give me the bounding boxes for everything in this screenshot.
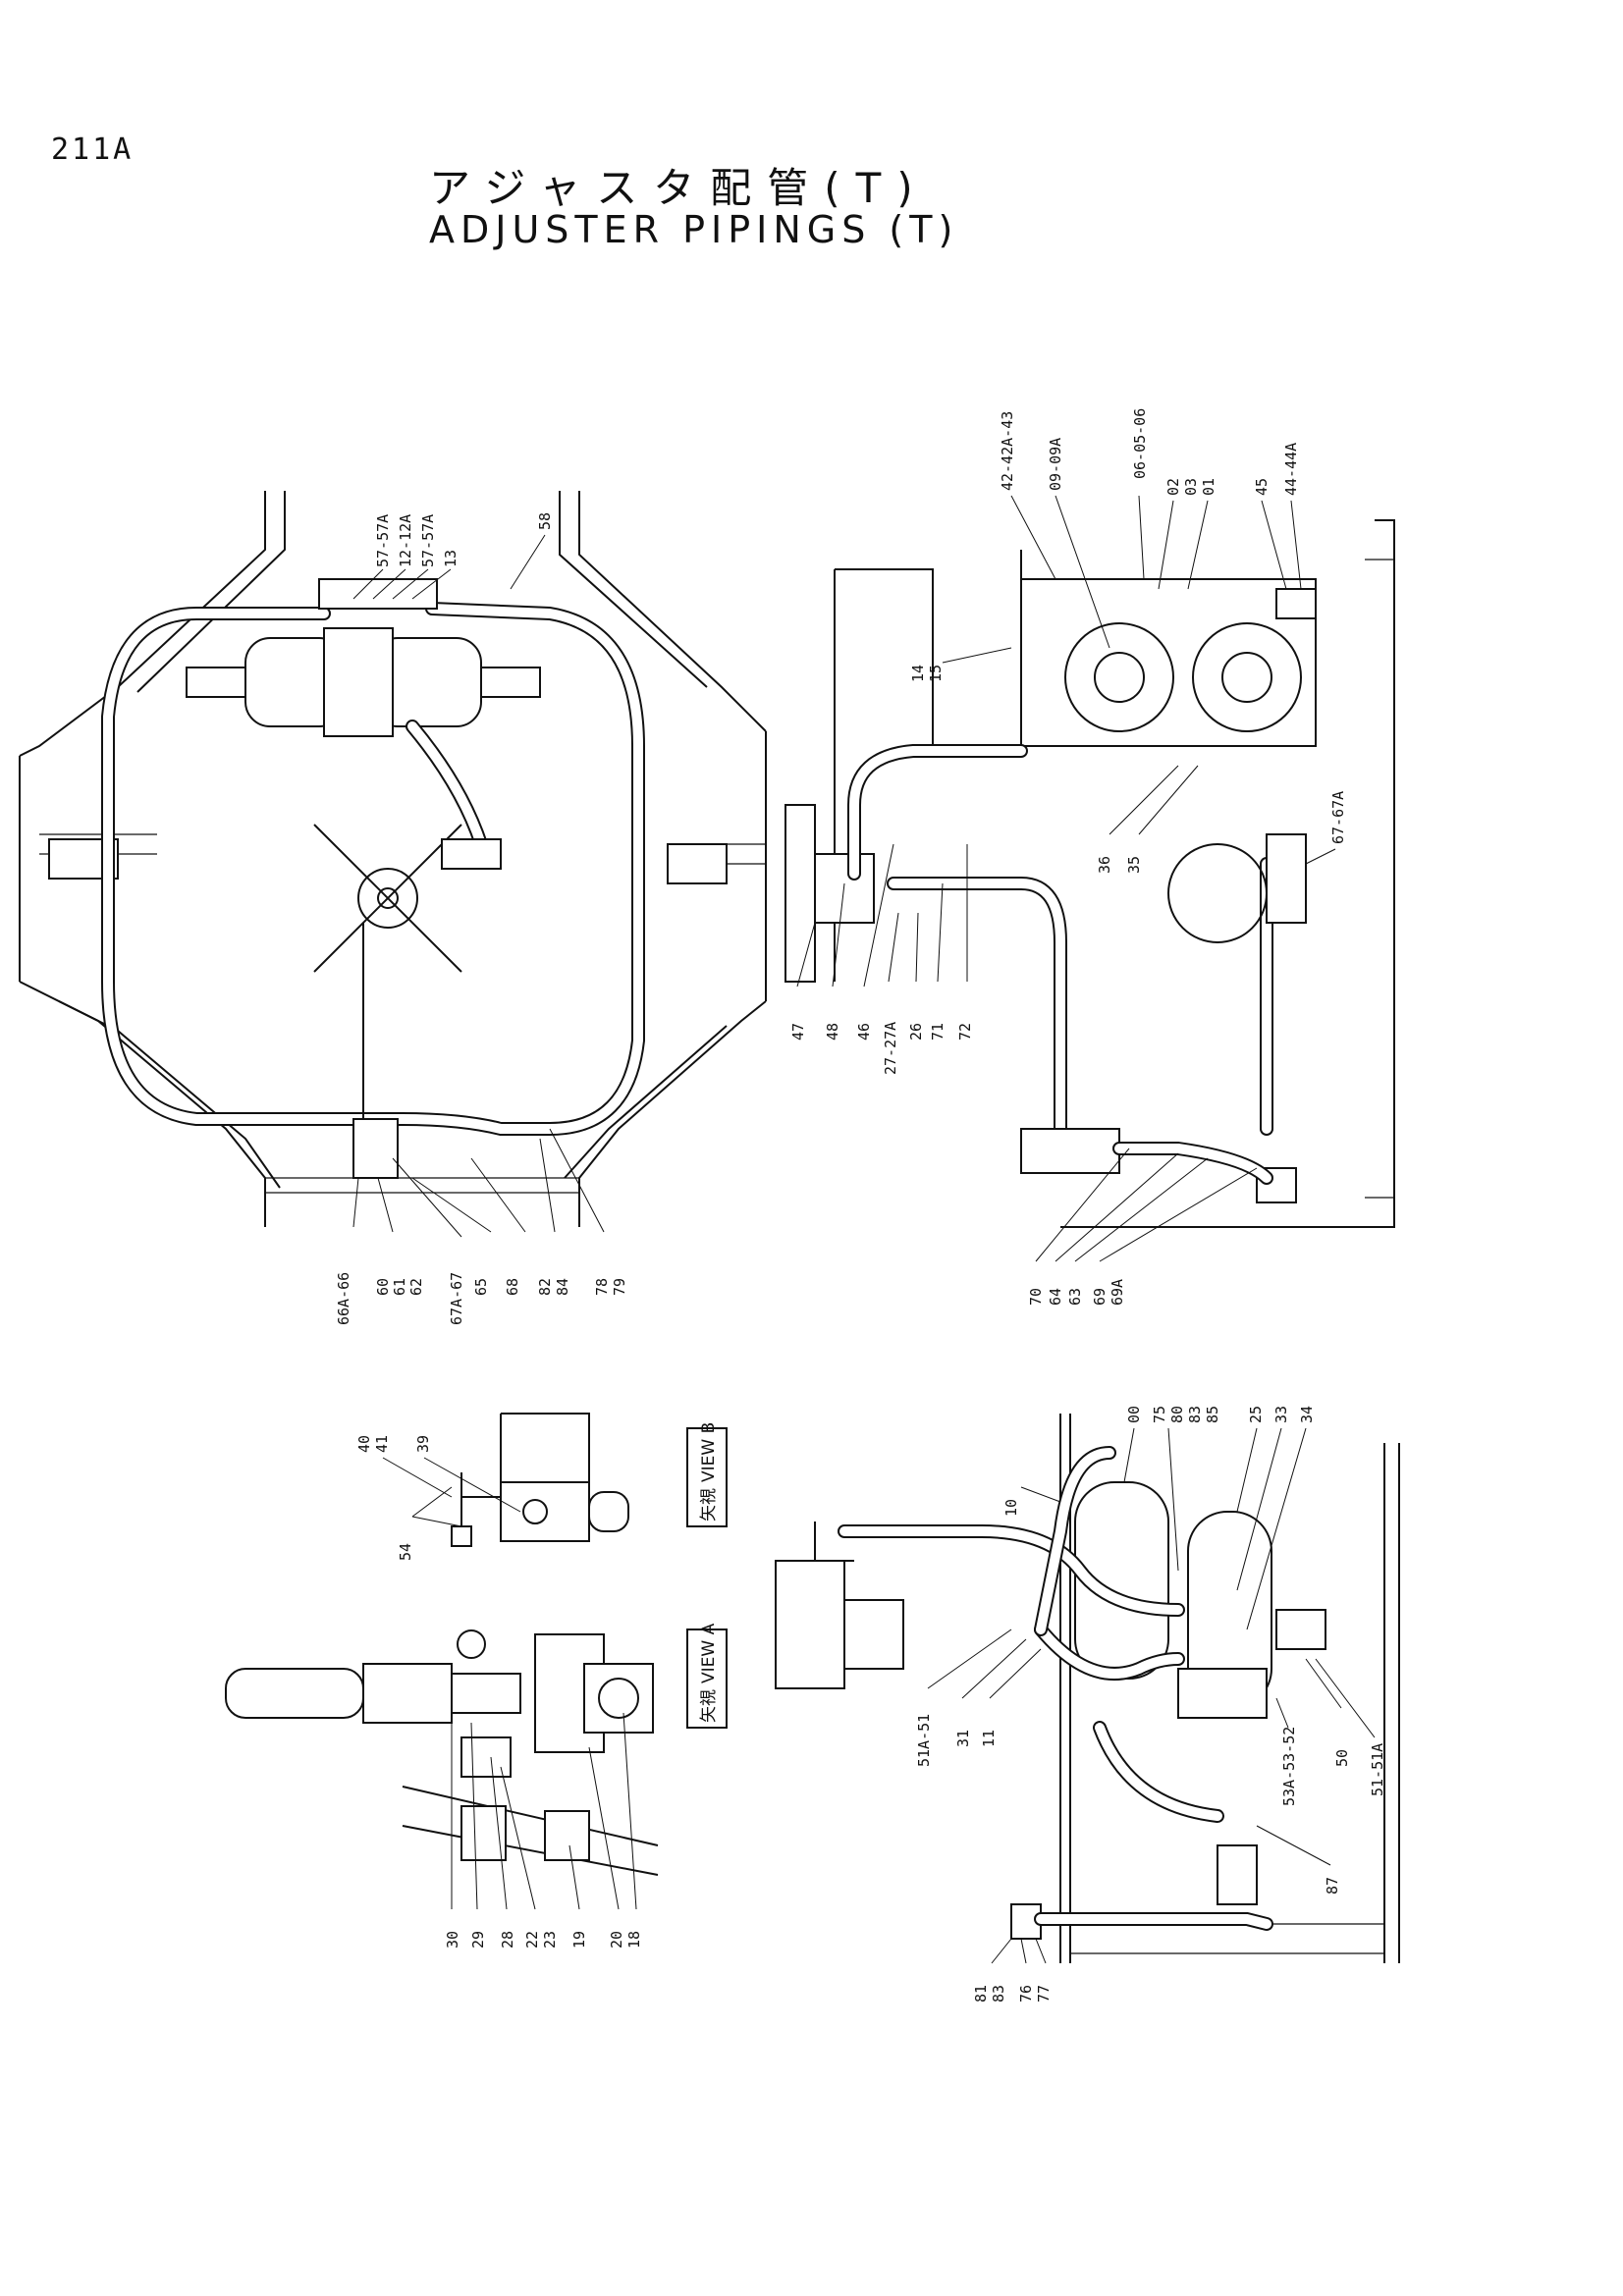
part-label: 28 [499,1931,516,1949]
part-label: 22 [523,1931,541,1949]
part-label: 46 [855,1023,873,1041]
part-label: 83 [990,1985,1007,2002]
page-number: 211A [51,133,135,167]
part-label: 26 [907,1023,925,1041]
part-label: 11 [980,1730,998,1747]
part-label: 10 [1002,1499,1020,1517]
part-label: 23 [541,1931,559,1949]
part-label: 66A-66 [335,1272,352,1325]
part-label: 34 [1298,1406,1316,1423]
part-label: 68 [504,1278,521,1296]
part-label: 02 [1164,478,1182,496]
lower-view [775,1414,1400,1963]
lower-view-labels: 10 00 75 80 83 85 25 33 34 51A-51 31 11 … [915,1406,1386,2002]
part-label: 33 [1272,1406,1290,1423]
part-label: 51A-51 [915,1714,933,1767]
part-label: 57-57A [374,514,392,567]
part-label: 87 [1324,1877,1341,1895]
part-label: 42-42A-43 [999,411,1016,491]
part-label: 65 [472,1278,490,1296]
view-a-label-jp: 矢視 [699,1689,719,1723]
part-label: 29 [469,1931,487,1949]
part-label: 35 [1125,856,1143,874]
part-label: 09-09A [1047,438,1064,491]
part-label: 39 [414,1435,432,1453]
part-label: 54 [397,1543,414,1561]
part-label: 69 [1091,1288,1109,1306]
part-label: 80 [1168,1406,1186,1423]
plan-view-labels: 57-57A 12-12A 57-57A 13 58 66A-66 60 61 … [335,512,628,1325]
part-label: 30 [444,1931,461,1949]
part-label: 70 [1027,1288,1045,1306]
part-label: 51-51A [1369,1743,1386,1796]
part-label: 85 [1204,1406,1221,1423]
part-label: 20 [608,1931,625,1949]
part-label: 81 [972,1985,990,2002]
part-label: 76 [1017,1985,1035,2002]
side-view [784,519,1395,1228]
part-label: 27-27A [882,1022,899,1075]
part-label: 13 [442,550,460,567]
side-view-labels: 42-42A-43 09-09A 06-05-06 02 03 01 45 44… [789,408,1347,1306]
part-label: 77 [1035,1985,1053,2002]
part-label: 78 [593,1278,611,1296]
part-label: 14 [909,665,927,682]
part-label: 25 [1247,1406,1265,1423]
part-label: 75 [1151,1406,1168,1423]
part-label: 00 [1125,1406,1143,1423]
part-label: 71 [929,1023,947,1041]
part-label: 36 [1096,856,1113,874]
part-label: 12-12A [397,514,414,567]
part-label: 45 [1253,478,1271,496]
part-label: 82 [536,1278,554,1296]
view-b-label-jp: 矢視 [699,1488,719,1522]
part-label: 67-67A [1329,791,1347,844]
part-label: 53A-53-52 [1280,1727,1298,1806]
view-b-label: 矢視 VIEW B [686,1422,728,1527]
part-label: 69A [1109,1279,1126,1306]
part-label: 31 [954,1730,972,1747]
part-label: 72 [956,1023,974,1041]
part-label: 01 [1200,478,1217,496]
part-label: 61 [391,1278,408,1296]
part-label: 67A-67 [448,1272,465,1325]
part-label: 62 [407,1278,425,1296]
part-label: 63 [1066,1288,1084,1306]
view-b-label-en: VIEW B [699,1422,719,1482]
view-a-label-en: VIEW A [699,1623,719,1683]
view-b-drawing: 40 41 39 54 [355,1413,629,1561]
part-label: 60 [374,1278,392,1296]
view-a-drawing: 30 29 28 22 23 19 20 18 [225,1629,659,1949]
part-label: 84 [554,1278,571,1296]
part-label: 79 [611,1278,628,1296]
part-label: 03 [1182,478,1200,496]
part-label: 57-57A [419,514,437,567]
part-label: 48 [824,1023,841,1041]
view-a-label: 矢視 VIEW A [686,1623,728,1729]
title-japanese: アジャスタ配管(T) [429,164,929,212]
part-label: 64 [1047,1288,1064,1306]
part-label: 19 [570,1931,588,1949]
part-label: 18 [625,1931,643,1949]
part-label: 40 [355,1435,373,1453]
plan-view [19,491,767,1227]
part-label: 83 [1186,1406,1204,1423]
part-label: 15 [927,665,945,682]
part-label: 06-05-06 [1131,408,1149,479]
title-english: ADJUSTER PIPINGS (T) [429,208,959,251]
part-label: 47 [789,1023,807,1041]
part-label: 50 [1333,1749,1351,1767]
part-label: 58 [536,512,554,530]
part-label: 41 [373,1435,391,1453]
part-label: 44-44A [1282,443,1300,496]
